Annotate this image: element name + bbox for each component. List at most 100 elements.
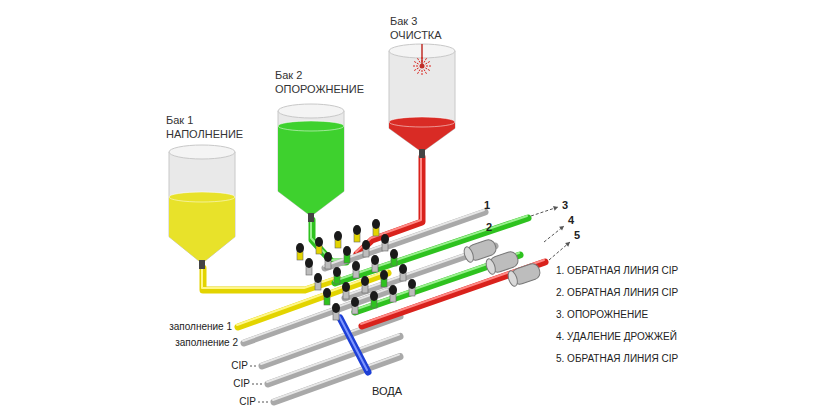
valve-actuator [332, 303, 340, 313]
pipe [312, 220, 346, 262]
valve-actuator [351, 297, 359, 307]
tank-liquid [168, 197, 236, 321]
spray-pipe [421, 44, 423, 66]
valve-actuator [323, 288, 331, 298]
inlet-label: CIP [239, 396, 256, 408]
valve-actuator [389, 285, 397, 295]
valve-actuator [342, 282, 350, 292]
dashed-arrow [250, 366, 258, 367]
spray-jet [422, 56, 423, 62]
arrow-head [559, 226, 564, 231]
line-description: 1. ОБРАТНАЯ ЛИНИЯ CIP [556, 265, 678, 277]
callout-number: 4 [568, 214, 574, 226]
inlet-label: CIP [231, 360, 248, 372]
spray-jet [413, 61, 418, 64]
tank-liquid [277, 126, 345, 244]
tank-illustration [277, 104, 345, 222]
valve-actuator [314, 273, 322, 283]
pump-end [484, 258, 497, 276]
inlet-label: заполнение 2 [175, 337, 238, 349]
pipe-highlight [267, 334, 399, 382]
valve-actuator [399, 264, 407, 274]
valve-actuator [343, 246, 351, 256]
callout-number: 3 [562, 199, 568, 211]
valve-actuator [390, 249, 398, 259]
valve-actuator [380, 270, 388, 280]
tank-illustration [388, 44, 456, 158]
spray-jet [412, 66, 418, 67]
liquid-surface [278, 121, 344, 131]
tank-illustration [168, 145, 236, 269]
spray-jet [425, 68, 430, 71]
line-description: 5. ОБРАТНАЯ ЛИНИЯ CIP [556, 353, 678, 365]
spray-jet [417, 57, 420, 62]
valve-actuator [296, 243, 304, 253]
tank-name: Бак 3 [390, 14, 490, 28]
valve-actuator [352, 261, 360, 271]
valve-actuator [333, 267, 341, 277]
tank-liquid [388, 122, 456, 236]
pump-end [462, 246, 475, 264]
spray-jet [422, 70, 423, 76]
inlet-label: CIP [233, 378, 250, 390]
tank-role: ОПОРОЖНЕНИЕ [275, 82, 375, 96]
spray-jet [425, 61, 430, 64]
line-description: 4. УДАЛЕНИЕ ДРОЖЖЕЙ [556, 331, 677, 343]
pump-end [506, 270, 519, 288]
spray-jet [413, 68, 418, 71]
valve-actuator [371, 255, 379, 265]
tank-outlet [419, 149, 425, 158]
tank-outlet [308, 213, 314, 222]
valve-actuator [315, 237, 323, 247]
dashed-arrow [258, 402, 270, 403]
liquid-surface [389, 117, 455, 127]
tank-name: Бак 2 [275, 68, 375, 82]
pipe [335, 218, 528, 283]
pipe-highlight [243, 289, 387, 341]
spray-jet [424, 57, 427, 62]
inlet-label: заполнение 1 [169, 321, 232, 333]
pump-symbol [506, 262, 541, 288]
line-description: 2. ОБРАТНАЯ ЛИНИЯ CIP [556, 287, 678, 299]
tank-role: ОЧИСТКА [390, 28, 490, 42]
callout-number: 1 [484, 199, 490, 211]
pipe [203, 268, 338, 290]
valve-actuator [408, 279, 416, 289]
tank-role: НАПОЛНЕНИЕ [166, 127, 266, 141]
dashed-arrow [544, 226, 564, 242]
dashed-arrow [549, 242, 570, 260]
tank-name: Бак 1 [166, 113, 266, 127]
tank: Бак 3ОЧИСТКА [390, 14, 490, 158]
valve-actuator [362, 240, 370, 250]
spray-ball [420, 64, 425, 69]
spray-jet [417, 69, 420, 74]
valve-actuator [305, 258, 313, 268]
dashed-arrow [531, 207, 558, 216]
spray-jet [424, 69, 427, 74]
pipe [362, 262, 545, 326]
pipe-highlight [361, 260, 544, 324]
valve-actuator [353, 225, 361, 235]
callout-number: 5 [574, 229, 580, 241]
valve-actuator [361, 276, 369, 286]
valve-actuator [372, 219, 380, 229]
arrow-head [553, 206, 558, 211]
tank-top [169, 145, 235, 159]
tank: Бак 2ОПОРОЖНЕНИЕ [275, 68, 375, 222]
arrow-head [565, 242, 570, 247]
dashed-arrow [252, 384, 264, 385]
valve-actuator [381, 234, 389, 244]
valve-actuator [324, 252, 332, 262]
water-label: ВОДА [372, 385, 402, 397]
valve-actuator [334, 231, 342, 241]
tank-top [278, 104, 344, 118]
pipe [244, 291, 388, 343]
valve-actuator [370, 291, 378, 301]
liquid-surface [169, 192, 235, 202]
callout-number: 2 [486, 221, 492, 233]
line-description: 3. ОПОРОЖНЕНИЕ [556, 309, 648, 321]
spray-jet [426, 66, 432, 67]
tank: Бак 1НАПОЛНЕНИЕ [166, 113, 266, 269]
tank-outlet [199, 260, 205, 269]
pipe-highlight [339, 316, 367, 370]
